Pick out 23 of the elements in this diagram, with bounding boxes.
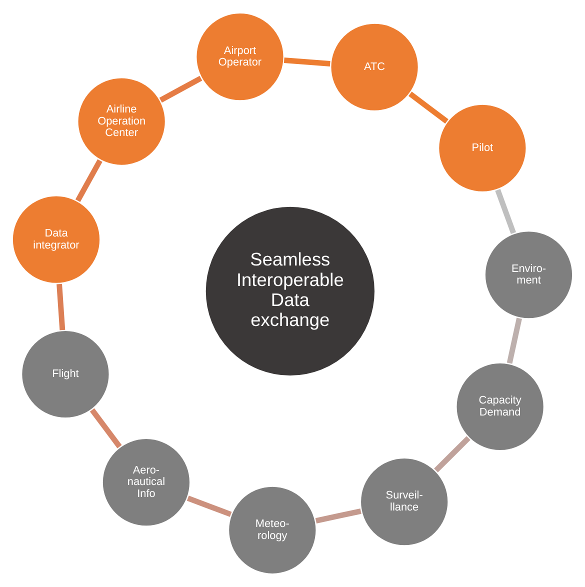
node-circle: Capacity Demand (454, 362, 546, 452)
connector (56, 284, 66, 330)
node-circle: Enviro- ment (484, 230, 574, 320)
node-circle: Surveil- llance (359, 456, 450, 547)
connector (408, 92, 448, 124)
node-circle: Pilot (437, 103, 528, 194)
node-circle: Flight (20, 329, 111, 420)
connector (495, 189, 516, 234)
connector (159, 76, 202, 103)
connector (186, 496, 232, 517)
connector (284, 58, 330, 66)
connector (506, 318, 522, 364)
node-circle: Airline Operation Center (76, 76, 167, 167)
connector (434, 436, 470, 472)
node-circle: Meteo- rology (227, 485, 318, 576)
node-circle: ATC (329, 22, 420, 112)
connector (75, 159, 102, 202)
node-circle: Airport Operator (194, 12, 286, 102)
node-circle: Aero- nautical Info (101, 437, 192, 528)
connector (315, 508, 362, 524)
connector (90, 408, 122, 448)
node-circle: Data integrator (11, 194, 102, 285)
node-circle: Seamless Interoperable Data exchange (204, 205, 376, 378)
